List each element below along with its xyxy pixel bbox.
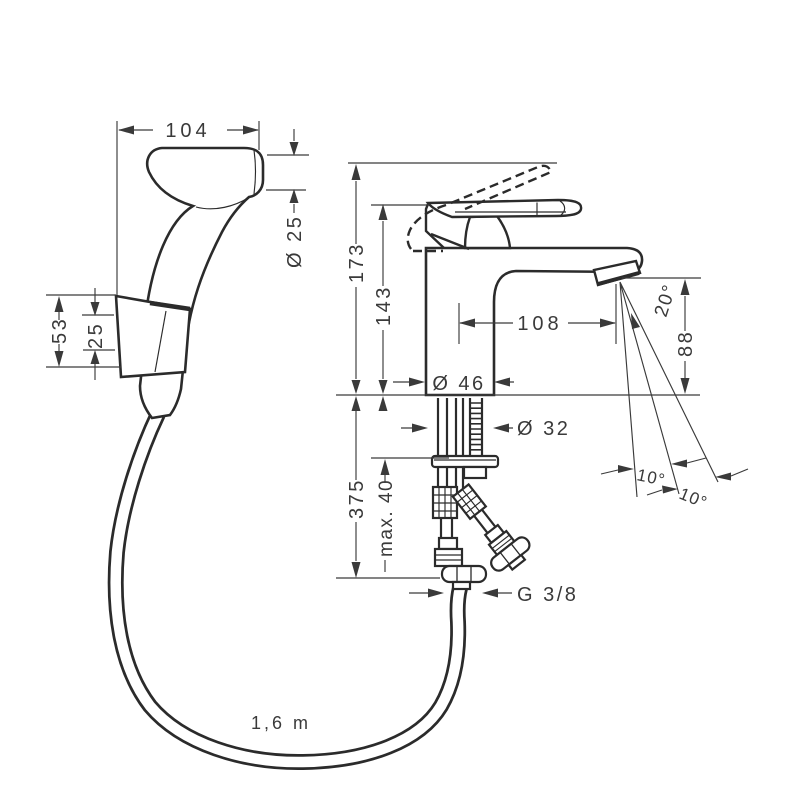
dim-label-10deg-b: 10°	[677, 484, 711, 512]
dim-label-g38: G 3/8	[517, 584, 578, 606]
faucet	[406, 164, 644, 397]
connector-2-ribs	[491, 534, 513, 553]
spray-face-line	[253, 149, 257, 195]
dim-label-20deg: 20°	[651, 281, 681, 319]
hand-shower	[138, 146, 265, 420]
dim-label-25: 25	[85, 322, 107, 349]
dim-label-53: 53	[49, 317, 71, 344]
holder-slot-line	[154, 310, 167, 373]
aerator-face	[597, 271, 640, 286]
connector-body	[433, 547, 464, 568]
dim-label-10deg-a: 10°	[635, 465, 667, 490]
hand-shower-outline	[138, 146, 265, 420]
dim-label-d46: Ø 46	[432, 373, 485, 395]
dim-label-d32: Ø 32	[517, 418, 570, 440]
dim-label-d25: Ø 25	[284, 215, 306, 268]
shower-hose	[107, 410, 468, 771]
dim-label-max40: max. 40	[376, 479, 397, 557]
lever-detail-lines	[455, 200, 566, 216]
dim-label-173: 173	[346, 242, 368, 283]
handle-lever	[425, 198, 583, 219]
spray-jets	[619, 281, 719, 498]
nut-facets	[456, 566, 472, 582]
wall-holder	[114, 294, 192, 379]
hose-stub	[451, 580, 472, 591]
aerator	[592, 259, 642, 287]
escutcheon-line	[430, 232, 470, 251]
dim-label-104: 104	[165, 120, 210, 142]
supply-set	[430, 398, 531, 591]
holder-slot-edge	[149, 300, 191, 312]
dim-label-375: 375	[346, 478, 368, 519]
crimp-2-texture	[456, 488, 482, 516]
hose-neck	[439, 518, 454, 538]
dimension-line-segments	[46, 121, 749, 594]
supply-hose-diagonal	[451, 482, 531, 572]
flange-nut	[462, 465, 488, 480]
lever-pivot-dashed	[406, 203, 447, 253]
dim-label-88: 88	[675, 330, 697, 357]
lever-raised-dashed	[450, 164, 553, 211]
arrowheads	[54, 125, 731, 598]
threaded-rod	[470, 402, 482, 451]
reference-lines	[336, 162, 701, 579]
handle-neck	[463, 214, 512, 250]
dim-label-hose-length: 1,6 m	[251, 713, 311, 733]
crimp-texture	[433, 487, 457, 518]
grip-joint-line	[195, 197, 249, 210]
jet-lines	[619, 281, 719, 498]
dimension-labels: 104 Ø 25 53 25 173 143 108 20° 88 Ø 46 Ø…	[49, 120, 710, 733]
dim-label-143: 143	[373, 285, 395, 326]
union-nut	[440, 564, 488, 584]
dim-label-108: 108	[517, 313, 562, 335]
hose-2-neck	[473, 508, 497, 534]
dimension-lines	[46, 121, 749, 598]
connector-ribs	[435, 554, 462, 561]
supply-pipes	[436, 398, 484, 489]
hose-2-stub	[507, 553, 527, 572]
escutcheon-edge	[424, 203, 445, 249]
connector-step	[437, 536, 459, 551]
nut-2-facets	[499, 543, 521, 565]
